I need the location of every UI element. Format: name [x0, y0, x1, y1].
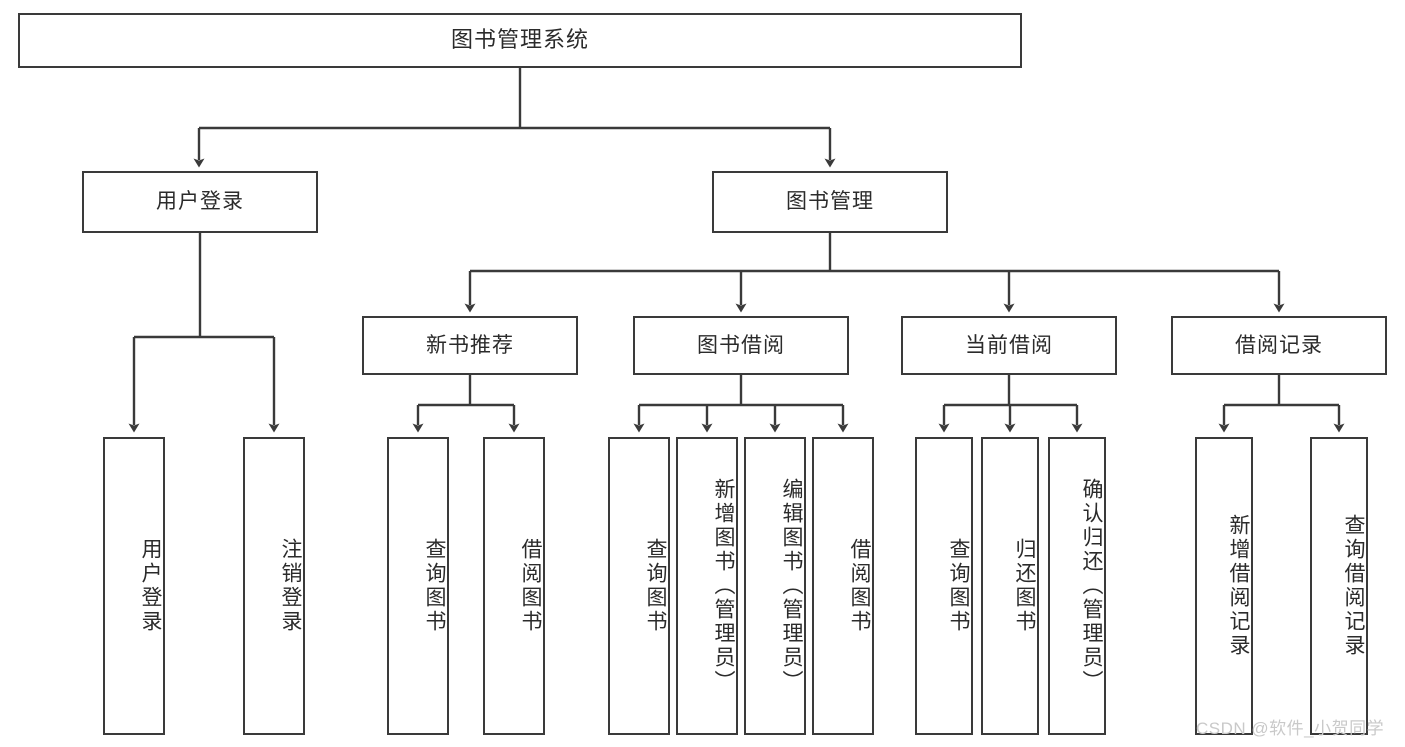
leaf-node-label: 用户登录 [139, 538, 162, 634]
node-borrow-record[interactable]: 借阅记录 [1171, 316, 1387, 375]
leaf-node[interactable]: 查询图书 [387, 437, 449, 735]
node-book-borrow-label: 图书借阅 [697, 333, 785, 357]
node-borrow-record-label: 借阅记录 [1235, 333, 1323, 357]
leaf-node-label: 查询图书 [947, 538, 970, 634]
leaf-node[interactable]: 查询图书 [608, 437, 670, 735]
leaf-node-label: 归还图书 [1013, 538, 1036, 634]
leaf-node[interactable]: 查询借阅记录 [1310, 437, 1368, 735]
leaf-node[interactable]: 注销登录 [243, 437, 305, 735]
leaf-node-label: 借阅图书 [848, 538, 871, 634]
node-new-book-recommendation[interactable]: 新书推荐 [362, 316, 578, 375]
leaf-node-label: 编辑图书（管理员） [780, 478, 803, 694]
leaf-node-label: 确认归还（管理员） [1080, 478, 1103, 694]
leaf-node-label: 新增借阅记录 [1227, 514, 1250, 658]
leaf-node[interactable]: 借阅图书 [812, 437, 874, 735]
node-current-borrow-label: 当前借阅 [965, 333, 1053, 357]
node-book-management[interactable]: 图书管理 [712, 171, 948, 233]
node-user-login-label: 用户登录 [156, 190, 244, 214]
leaf-node-label: 借阅图书 [519, 538, 542, 634]
node-book-management-label: 图书管理 [786, 190, 874, 214]
node-user-login[interactable]: 用户登录 [82, 171, 318, 233]
leaf-node-label: 注销登录 [279, 538, 302, 634]
leaf-node-label: 新增图书（管理员） [712, 478, 735, 694]
leaf-node-label: 查询借阅记录 [1342, 514, 1365, 658]
node-new-book-recommendation-label: 新书推荐 [426, 333, 514, 357]
leaf-node[interactable]: 归还图书 [981, 437, 1039, 735]
csdn-watermark: CSDN @软件_小贺同学 [1196, 719, 1385, 738]
leaf-node[interactable]: 确认归还（管理员） [1048, 437, 1106, 735]
leaf-node[interactable]: 编辑图书（管理员） [744, 437, 806, 735]
leaf-node[interactable]: 新增借阅记录 [1195, 437, 1253, 735]
leaf-node[interactable]: 查询图书 [915, 437, 973, 735]
leaf-node[interactable]: 借阅图书 [483, 437, 545, 735]
leaf-node-label: 查询图书 [644, 538, 667, 634]
node-book-borrow[interactable]: 图书借阅 [633, 316, 849, 375]
leaf-node-label: 查询图书 [423, 538, 446, 634]
leaf-node[interactable]: 用户登录 [103, 437, 165, 735]
node-root-label: 图书管理系统 [450, 27, 589, 53]
node-root[interactable]: 图书管理系统 [18, 13, 1022, 68]
leaf-node[interactable]: 新增图书（管理员） [676, 437, 738, 735]
node-current-borrow[interactable]: 当前借阅 [901, 316, 1117, 375]
